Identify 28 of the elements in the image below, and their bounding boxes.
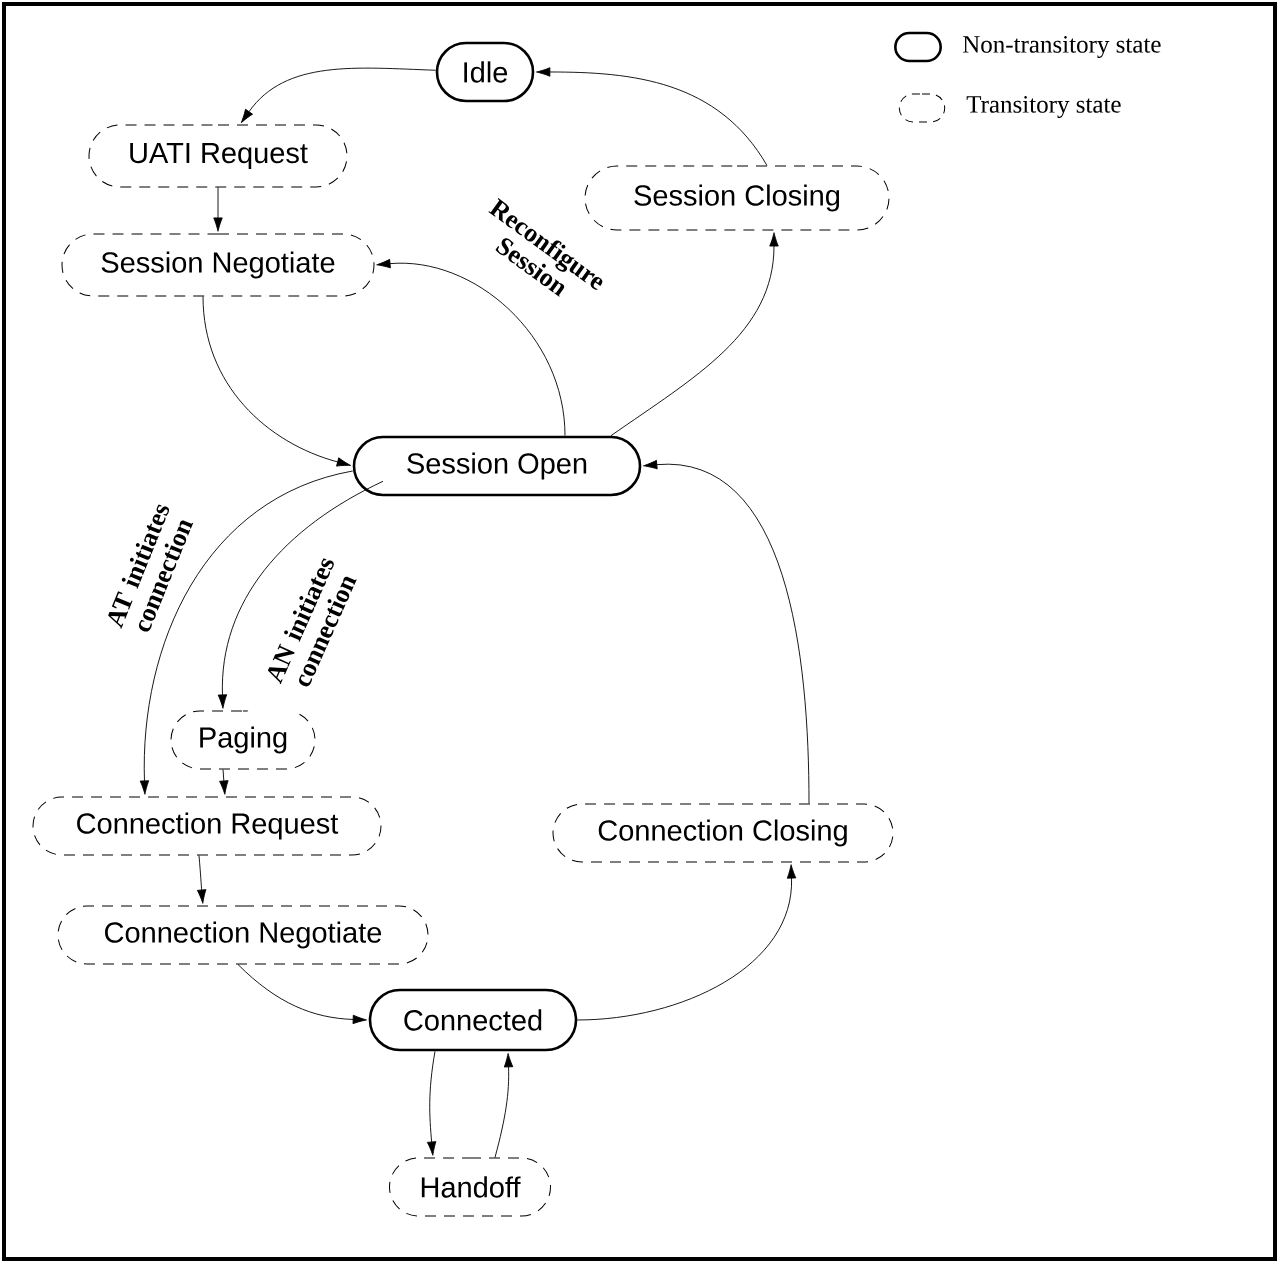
transitory-state-box: Paging [170, 710, 316, 770]
arrow [576, 864, 797, 1021]
arrow [240, 67, 437, 124]
transitory-state-box: Session Closing [584, 165, 890, 231]
state-box: Session Open [352, 435, 642, 497]
arrow [376, 258, 566, 437]
state-box: Idle [435, 41, 535, 103]
transitory-state-box: Connection Closing [552, 803, 894, 863]
arrow [213, 187, 223, 232]
transitory-state-box: UATI Request [88, 124, 348, 188]
arrow [196, 855, 207, 904]
legend-label: Transitory state [966, 96, 1121, 118]
transitory-state-box: Connection Negotiate [57, 905, 429, 965]
arrow [643, 459, 810, 804]
transitory-state-box: Session Negotiate [61, 233, 375, 297]
transitory-state-box: Handoff [389, 1157, 551, 1217]
legend-label: Non-transitory state [962, 36, 1161, 58]
arrow [610, 232, 779, 437]
arrow [202, 296, 351, 467]
arrow [217, 480, 384, 709]
arrow [139, 470, 354, 795]
arrow [237, 964, 367, 1025]
arrow [536, 67, 768, 166]
arrow [494, 1053, 514, 1158]
transitory-state-box: Connection Request [32, 796, 382, 856]
arrow [426, 1050, 437, 1156]
arrow [219, 769, 229, 795]
state-box: Connected [368, 988, 578, 1052]
